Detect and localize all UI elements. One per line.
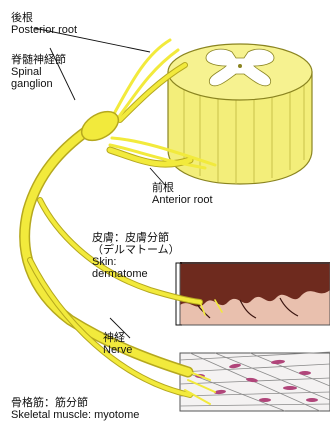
skin-en-1: Skin: (92, 256, 180, 268)
spinal-ganglion-en-2: ganglion (11, 78, 66, 90)
skin-block (180, 263, 330, 325)
spinal-ganglion-en-1: Spinal (11, 66, 66, 78)
anterior-root-en: Anterior root (152, 194, 213, 206)
nerve-en: Nerve (103, 344, 132, 356)
spinal-ganglion-label: 脊髄神経節 Spinal ganglion (11, 54, 66, 90)
anterior-root-label: 前根 Anterior root (152, 182, 213, 206)
anterior-root-ja: 前根 (152, 182, 213, 194)
skin-en-2: dermatome (92, 268, 180, 280)
skin-ja-2: （デルマトーム） (92, 244, 180, 256)
posterior-root-ja: 後根 (11, 12, 77, 24)
nerve-ja: 神経 (103, 332, 132, 344)
skin-label: 皮膚：皮膚分節 （デルマトーム） Skin: dermatome (92, 232, 180, 280)
skeletal-muscle-ja: 骨格筋：筋分節 (11, 397, 139, 409)
nerve-label: 神経 Nerve (103, 332, 132, 356)
skin-ja-1: 皮膚：皮膚分節 (92, 232, 180, 244)
skeletal-muscle-en: Skeletal muscle: myotome (11, 409, 139, 421)
posterior-root-label: 後根 Posterior root (11, 12, 77, 36)
posterior-root-en: Posterior root (11, 24, 77, 36)
skeletal-muscle-label: 骨格筋：筋分節 Skeletal muscle: myotome (11, 397, 139, 421)
spinal-ganglion-ja: 脊髄神経節 (11, 54, 66, 66)
skeletal-muscle-block (180, 352, 330, 411)
